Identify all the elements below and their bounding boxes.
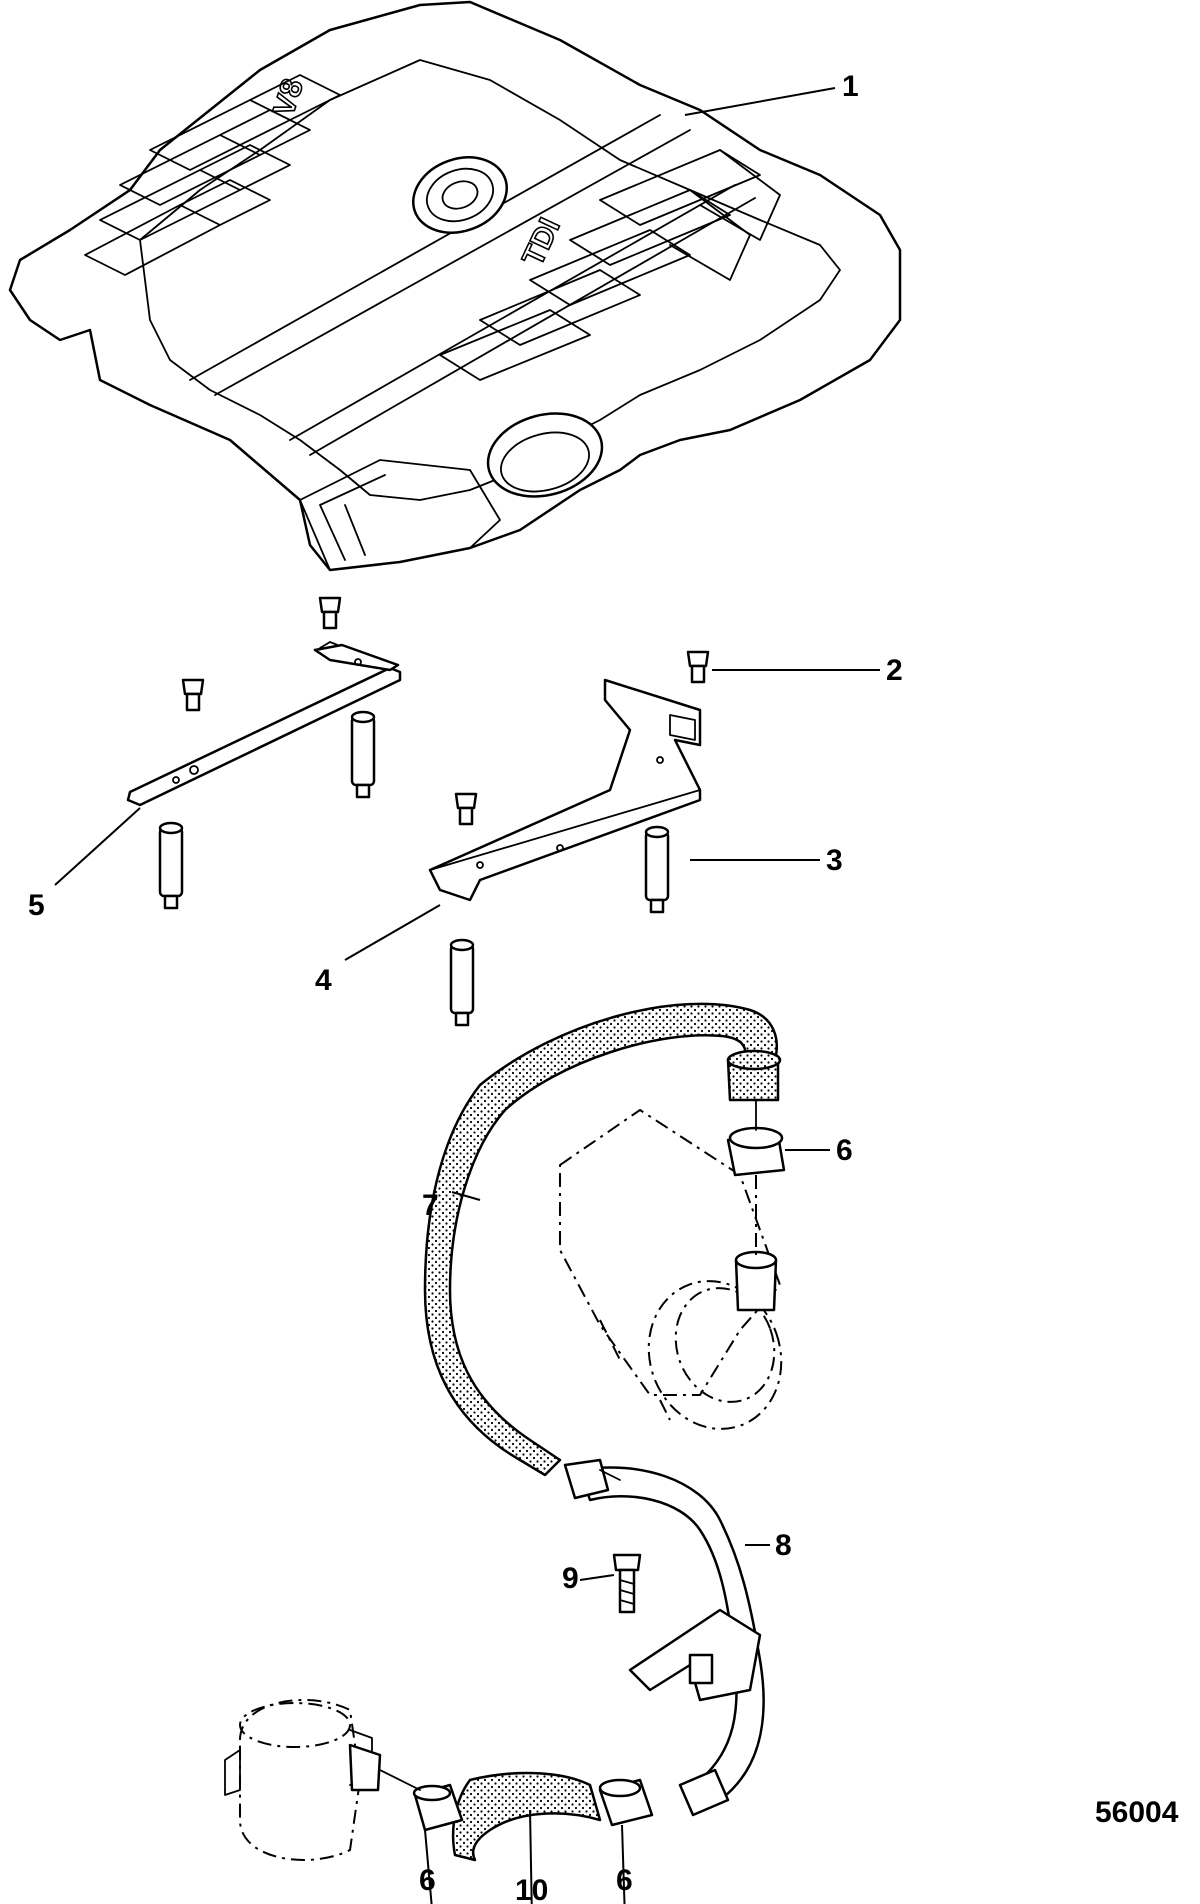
clamp-item-6-upper <box>726 1099 786 1255</box>
air-flow-sensor <box>224 1699 421 1861</box>
standoff-item-3-b <box>158 821 184 910</box>
hose-item-7 <box>423 1002 782 1477</box>
standoff-item-3-a <box>350 710 376 799</box>
callout-10: 10 <box>515 1874 548 1904</box>
bracket-right <box>428 678 702 902</box>
figure-number: 56004 <box>1095 1796 1179 1829</box>
bolt-item-2-d <box>454 792 478 826</box>
canister <box>559 1108 783 1430</box>
callout-8: 8 <box>775 1529 792 1562</box>
hose-support-bracket <box>628 1608 762 1702</box>
clamp-item-6-lower-left <box>412 1783 464 1832</box>
callout-3: 3 <box>826 844 843 877</box>
pipe-stub <box>734 1250 778 1312</box>
clamp-item-6-right-end <box>678 1768 730 1817</box>
bolt-item-9 <box>612 1553 642 1614</box>
callout-7: 7 <box>422 1189 439 1222</box>
bolt-item-2-a <box>318 596 342 630</box>
callout-5: 5 <box>28 889 45 922</box>
callout-labels: 1 2 3 4 5 6 6 6 7 8 9 10 56004 <box>28 70 1179 1904</box>
callout-2: 2 <box>886 654 903 687</box>
callout-4: 4 <box>315 964 332 997</box>
clamp-item-6-lower-right <box>598 1778 654 1827</box>
callout-6-upper: 6 <box>836 1134 853 1167</box>
callout-6-lower-left: 6 <box>419 1864 436 1897</box>
callout-9: 9 <box>562 1562 579 1595</box>
hose-item-10 <box>451 1771 602 1862</box>
callout-1: 1 <box>842 70 859 103</box>
standoff-item-3-d <box>449 938 475 1027</box>
callout-6-lower-right: 6 <box>616 1864 633 1897</box>
standoff-item-3-c <box>644 825 670 914</box>
bolt-item-2-b <box>181 678 205 712</box>
leader-lines <box>54 87 880 1904</box>
bracket-left <box>126 641 402 807</box>
engine-cover: V8 TDI <box>8 0 902 572</box>
bolt-item-2-c <box>686 650 710 684</box>
